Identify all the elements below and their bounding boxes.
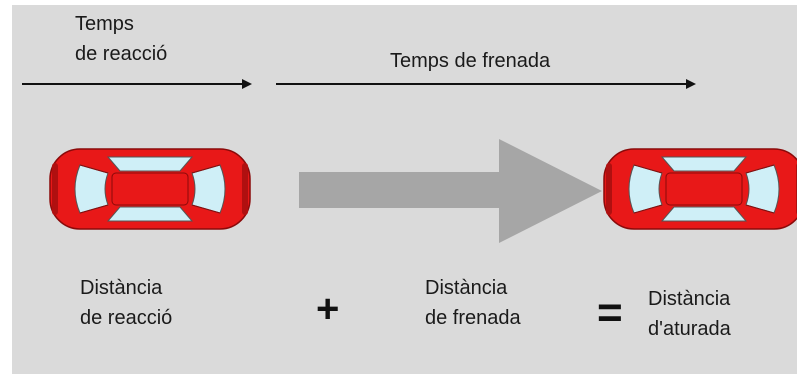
stopping-distance-label: Distància d'aturada	[648, 284, 731, 344]
braking-distance-line1: Distància	[425, 277, 508, 299]
reaction-distance-line1: Distància	[80, 277, 163, 299]
braking-time-label: Temps de frenada	[390, 50, 551, 72]
plus-sign: +	[316, 287, 340, 331]
diagram-graphics	[22, 79, 797, 243]
reaction-time-line2: de reacció	[75, 43, 168, 65]
reaction-time-label: Temps de reacció	[75, 9, 167, 69]
braking-distance-label: Distància de frenada	[425, 273, 521, 333]
stopping-distance-diagram: Temps de reacció Temps de frenada	[12, 5, 797, 374]
reaction-distance-label: Distància de reacció	[80, 273, 172, 333]
reaction-time-arrow	[22, 79, 252, 89]
braking-time-arrow	[276, 79, 696, 89]
car-start-icon	[49, 148, 251, 230]
car-stop-icon	[603, 148, 797, 230]
braking-distance-line2: de frenada	[425, 307, 521, 329]
equals-sign: =	[597, 288, 623, 337]
big-distance-arrow	[299, 139, 602, 243]
reaction-distance-line2: de reacció	[80, 307, 173, 329]
reaction-time-line1: Temps	[75, 13, 134, 35]
stopping-distance-line2: d'aturada	[648, 318, 731, 340]
stopping-distance-line1: Distància	[648, 288, 731, 310]
